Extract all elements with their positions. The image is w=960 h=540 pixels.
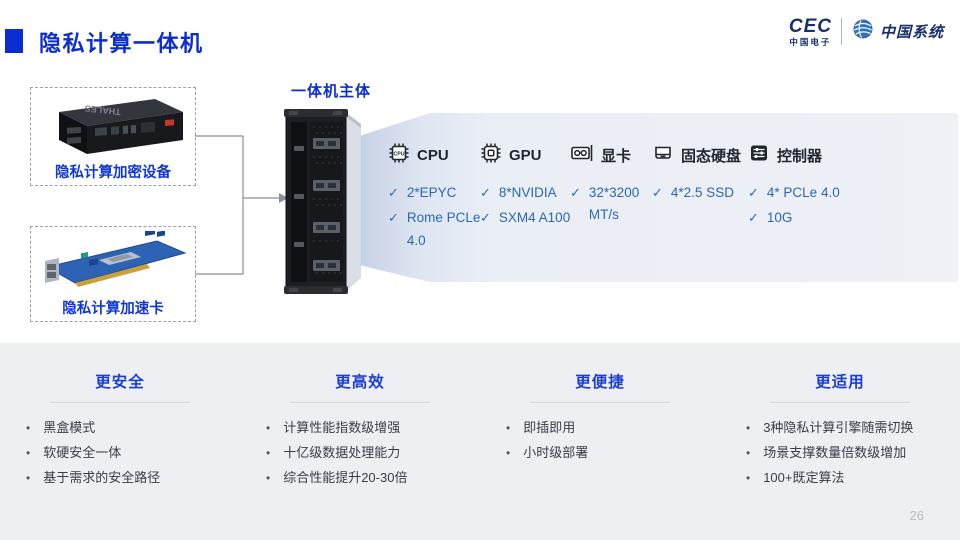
spec-item: ✓32*3200 MT/s (570, 182, 658, 227)
logo-divider (840, 18, 842, 46)
china-system-logo: 中国系统 (851, 17, 944, 46)
cec-logo-subtext: 中国电子 (789, 37, 832, 47)
feature-item: •即插即用 (506, 416, 694, 441)
server-tower-image (283, 102, 367, 303)
spec-title: 固态硬盘 (681, 148, 742, 165)
feature-column-applicability: 更适用 •3种隐私计算引擎随需切换 •场景支撑数量倍数级增加 •100+既定算法 (720, 370, 960, 540)
svg-text:CPU: CPU (394, 151, 405, 157)
encryption-device-image: THALES (37, 92, 189, 167)
spec-item: ✓2*EPYC (388, 182, 490, 204)
feature-divider (530, 402, 670, 403)
spec-column-graphics-card: 显卡 ✓32*3200 MT/s (570, 142, 658, 230)
spec-column-controller: 控制器 ✓4* PCLe 4.0 ✓10G (748, 142, 880, 233)
feature-column-security: 更安全 •黑盒模式 •软硬安全一体 •基于需求的安全路径 (0, 370, 240, 540)
title-accent-square (5, 29, 23, 53)
spec-title: GPU (509, 147, 542, 164)
cpu-icon: CPU (388, 142, 410, 169)
feature-title: 更适用 (815, 374, 865, 391)
spec-item: ✓SXM4 A100 (480, 207, 580, 229)
feature-item: •3种隐私计算引擎随需切换 (746, 416, 934, 441)
bullet-icon: • (26, 446, 31, 461)
accelerator-card-image (37, 228, 189, 302)
bullet-icon: • (746, 446, 751, 461)
encryption-device-box: THALES 隐私计算加密设备 (30, 87, 196, 186)
cec-logo-text: CEC (788, 16, 832, 37)
accelerator-card-box: 隐私计算加速卡 (30, 226, 196, 322)
bullet-icon: • (266, 421, 271, 435)
feature-item: •十亿级数据处理能力 (266, 441, 454, 466)
feature-title: 更高效 (335, 374, 385, 391)
feature-item: •基于需求的安全路径 (26, 466, 214, 491)
feature-divider (290, 402, 430, 403)
ssd-icon (652, 142, 674, 169)
spec-panel-background (352, 113, 958, 282)
company-logos: CEC 中国电子 中国系统 (789, 17, 944, 47)
feature-item: •场景支撑数量倍数级增加 (746, 441, 934, 466)
bullet-icon: • (266, 446, 271, 461)
bullet-icon: • (506, 421, 511, 435)
feature-section: 更安全 •黑盒模式 •软硬安全一体 •基于需求的安全路径 更高效 •计算性能指数… (0, 343, 960, 540)
bullet-icon: • (746, 471, 751, 486)
spec-title: CPU (417, 147, 449, 164)
bullet-icon: • (26, 471, 31, 486)
feature-item: •软硬安全一体 (26, 441, 214, 466)
page-number: 26 (909, 508, 924, 523)
encryption-device-label: 隐私计算加密设备 (55, 165, 171, 181)
check-icon: ✓ (652, 185, 663, 200)
spec-item: ✓10G (748, 207, 880, 229)
check-icon: ✓ (388, 185, 399, 200)
connector-arrow (195, 130, 291, 285)
check-icon: ✓ (480, 210, 491, 226)
spec-column-gpu: GPU ✓8*NVIDIA ✓SXM4 A100 (480, 142, 580, 233)
svg-text:THALES: THALES (84, 103, 121, 117)
feature-column-convenience: 更便捷 •即插即用 •小时级部署 (480, 370, 720, 540)
bullet-icon: • (746, 421, 751, 435)
feature-divider (770, 402, 910, 403)
feature-title: 更便捷 (575, 374, 625, 391)
spec-title: 显卡 (601, 148, 632, 165)
feature-item: •小时级部署 (506, 441, 694, 466)
china-system-logo-text: 中国系统 (879, 25, 944, 42)
check-icon: ✓ (388, 210, 399, 226)
spec-column-cpu: CPU CPU ✓2*EPYC ✓Rome PCLe 4.0 (388, 142, 490, 255)
globe-icon (851, 17, 875, 46)
feature-item: •计算性能指数级增强 (266, 416, 454, 441)
graphics-card-icon (570, 142, 594, 169)
feature-item: •综合性能提升20-30倍 (266, 466, 454, 491)
bullet-icon: • (506, 446, 511, 461)
page-title: 隐私计算一体机 (39, 31, 204, 56)
spec-item: ✓8*NVIDIA (480, 182, 580, 204)
feature-column-efficiency: 更高效 •计算性能指数级增强 •十亿级数据处理能力 •综合性能提升20-30倍 (240, 370, 480, 540)
check-icon: ✓ (570, 185, 581, 200)
spec-title: 控制器 (777, 148, 823, 165)
feature-item: •黑盒模式 (26, 416, 214, 441)
feature-item: •100+既定算法 (746, 466, 934, 491)
check-icon: ✓ (480, 185, 491, 200)
cec-logo: CEC 中国电子 (789, 17, 832, 47)
spec-item: ✓4* PCLe 4.0 (748, 182, 880, 204)
bullet-icon: • (266, 471, 271, 486)
spec-column-ssd: 固态硬盘 ✓4*2.5 SSD (652, 142, 758, 207)
gpu-icon (480, 142, 502, 169)
spec-item: ✓Rome PCLe 4.0 (388, 207, 490, 252)
bullet-icon: • (26, 421, 31, 435)
accelerator-card-label: 隐私计算加速卡 (62, 301, 164, 317)
check-icon: ✓ (748, 185, 759, 200)
spec-item: ✓4*2.5 SSD (652, 182, 758, 204)
server-label: 一体机主体 (291, 83, 372, 100)
check-icon: ✓ (748, 210, 759, 226)
feature-divider (50, 402, 190, 403)
feature-title: 更安全 (95, 374, 145, 391)
controller-icon (748, 142, 770, 169)
